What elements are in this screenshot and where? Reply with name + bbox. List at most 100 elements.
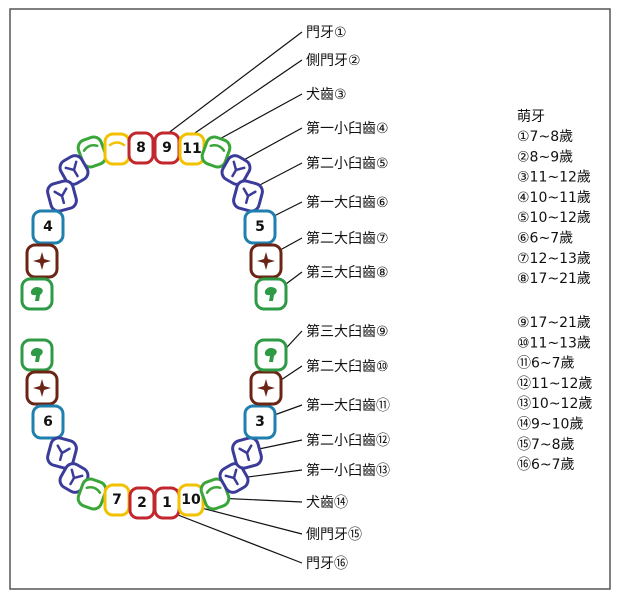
upper-tooth-leader <box>166 31 303 135</box>
tooth-upper-left-canine <box>76 135 108 169</box>
upper-tooth-label: 第一小臼齒④ <box>306 120 389 137</box>
tooth-mark <box>30 287 43 301</box>
eruption-list: 萌牙①7~8歲②8~9歲③11~12歲④10~11歲⑤10~12歲⑥6~7歲⑦1… <box>517 109 592 473</box>
lower-tooth-label: 第一大臼齒⑪ <box>306 397 390 414</box>
tooth-upper-left-premolar1 <box>58 154 90 186</box>
upper-tooth-leader <box>239 127 303 163</box>
lower-tooth-label: 門牙⑯ <box>306 556 348 572</box>
tooth-mark <box>82 144 99 152</box>
upper-tooth-label: 第一大臼齒⑥ <box>306 194 389 211</box>
lower-tooth-leader <box>215 497 303 503</box>
upper-tooth-label: 側門牙② <box>306 53 361 69</box>
tooth-number: 11 <box>182 141 201 157</box>
tooth-upper-left-lateral <box>103 132 131 166</box>
tooth-mark <box>242 187 257 205</box>
tooth-upper-left-central: 8 <box>127 131 155 165</box>
tooth-lower-right-premolar2 <box>231 436 263 470</box>
tooth-mark <box>85 486 102 494</box>
tooth-upper-right-central: 9 <box>153 131 181 165</box>
tooth-upper-left-molar2 <box>25 243 59 279</box>
tooth-number: 4 <box>43 219 53 235</box>
tooth-mark <box>30 348 43 362</box>
upper-tooth-label: 犬齒③ <box>306 87 347 103</box>
tooth-mark <box>257 379 275 397</box>
tooth-upper-right-lateral: 11 <box>178 132 206 166</box>
tooth-mark <box>205 486 222 494</box>
tooth-lower-left-central: 2 <box>128 486 156 520</box>
eruption-item-upper: ⑤10~12歲 <box>517 210 591 226</box>
tooth-upper-left-premolar2 <box>46 179 78 213</box>
tooth-lower-right-molar1: 3 <box>243 404 277 440</box>
lower-tooth-leader <box>164 509 303 564</box>
eruption-item-upper: ③11~12歲 <box>517 170 591 186</box>
tooth-mark <box>33 379 51 397</box>
eruption-item-lower: ⑪6~7歲 <box>517 356 575 372</box>
lower-tooth-leader <box>189 504 303 535</box>
lower-tooth-label: 第一小臼齒⑬ <box>306 462 390 479</box>
upper-tooth-label: 第二大臼齒⑦ <box>306 230 389 247</box>
lower-tooth-label: 犬齒⑭ <box>306 495 348 511</box>
tooth-mark <box>108 141 126 147</box>
tooth-mark <box>224 468 239 486</box>
upper-tooth-label: 門牙① <box>306 25 347 41</box>
tooth-number: 2 <box>137 495 147 511</box>
tooth-number: 8 <box>136 140 146 156</box>
tooth-number: 9 <box>162 140 172 156</box>
eruption-item-upper: ⑧17~21歲 <box>517 271 591 287</box>
tooth-mark <box>231 160 246 178</box>
tooth-upper-right-premolar2 <box>232 179 264 213</box>
eruption-item-upper: ⑦12~13歲 <box>517 251 591 267</box>
tooth-upper-left-molar1: 4 <box>31 209 65 245</box>
tooth-upper-right-premolar1 <box>220 154 252 186</box>
tooth-mark <box>69 468 84 486</box>
tooth-number: 6 <box>43 414 53 430</box>
eruption-item-lower: ⑮7~8歲 <box>517 437 575 453</box>
tooth-mark <box>56 444 71 462</box>
lower-tooth-label: 側門牙⑮ <box>306 527 362 543</box>
tooth-lower-right-premolar1 <box>218 462 250 494</box>
tooth-lower-right-molar2 <box>249 370 283 406</box>
lower-tooth-label: 第二大臼齒⑩ <box>306 358 389 375</box>
tooth-number: 5 <box>255 219 265 235</box>
tooth-upper-right-canine <box>200 135 232 169</box>
tooth-lower-right-molar3 <box>254 338 288 372</box>
eruption-item-lower: ⑫11~12歲 <box>517 376 592 392</box>
upper-tooth-leader <box>191 59 303 136</box>
tooth-number: 7 <box>112 492 122 508</box>
tooth-number: 1 <box>162 495 172 511</box>
eruption-title: 萌牙 <box>517 109 545 125</box>
tooth-upper-right-molar1: 5 <box>243 209 277 245</box>
eruption-item-lower: ⑬10~12歲 <box>517 396 592 412</box>
tooth-mark <box>209 144 226 152</box>
tooth-lower-left-lateral: 7 <box>103 483 131 517</box>
upper-tooth-leader <box>253 162 303 189</box>
tooth-mark <box>264 287 277 301</box>
tooth-mark <box>264 348 277 362</box>
lower-tooth-leader <box>239 469 303 479</box>
tooth-lower-left-molar3 <box>20 338 54 372</box>
eruption-item-upper: ②8~9歲 <box>517 149 573 165</box>
tooth-lower-left-canine <box>76 477 108 511</box>
tooth-lower-right-lateral: 10 <box>177 483 205 517</box>
tooth-mark <box>238 444 253 462</box>
upper-tooth-label: 第二小臼齒⑤ <box>306 155 389 172</box>
lower-tooth-label: 第三大臼齒⑨ <box>306 323 389 340</box>
tooth-number: 10 <box>181 492 201 508</box>
tooth-upper-right-molar3 <box>254 277 288 311</box>
eruption-item-lower: ⑨17~21歲 <box>517 315 591 331</box>
tooth-mark <box>33 252 51 270</box>
tooth-number: 3 <box>255 414 265 430</box>
tooth-mark <box>64 160 79 178</box>
lower-tooth-leader <box>253 439 303 451</box>
tooth-upper-left-molar3 <box>20 277 54 311</box>
eruption-item-lower: ⑯6~7歲 <box>517 457 575 473</box>
lower-tooth-label: 第二小臼齒⑫ <box>306 432 390 449</box>
tooth-labels: 門牙①側門牙②犬齒③第一小臼齒④第二小臼齒⑤第一大臼齒⑥第二大臼齒⑦第三大臼齒⑧… <box>306 25 390 572</box>
upper-tooth-leader <box>215 93 303 142</box>
tooth-upper-right-molar2 <box>249 243 283 279</box>
tooth-lower-left-premolar2 <box>46 436 78 470</box>
eruption-item-lower: ⑭9~10歲 <box>517 417 583 433</box>
tooth-mark <box>257 252 275 270</box>
